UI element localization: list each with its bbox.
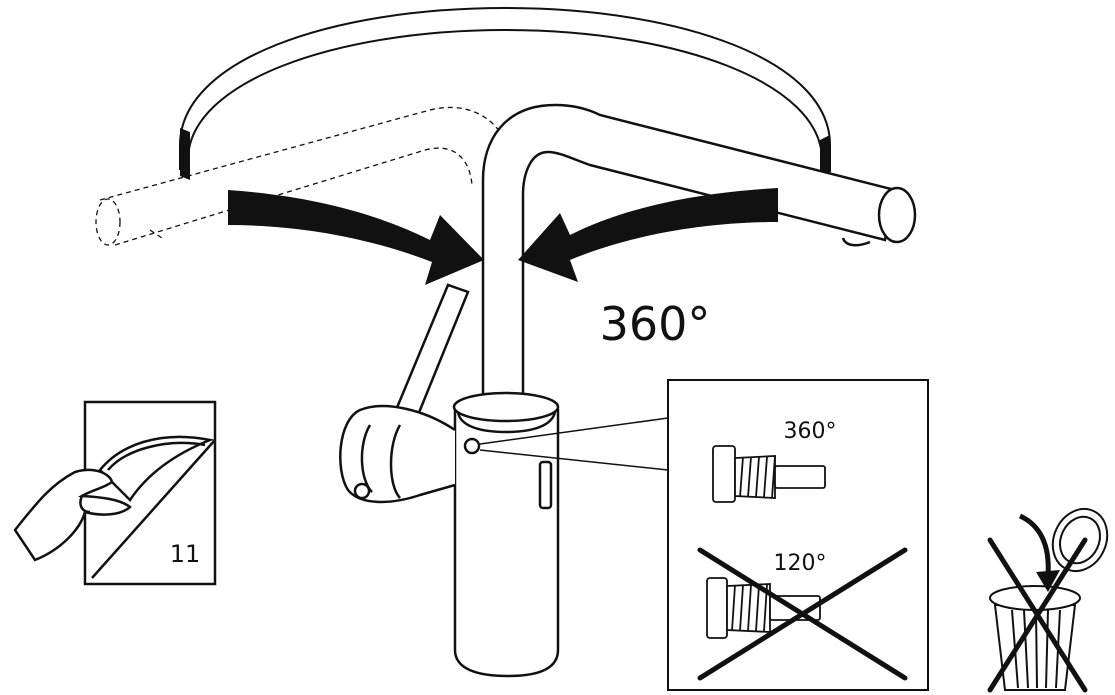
faucet-body xyxy=(452,391,560,678)
rotation-ring-ends xyxy=(180,128,830,180)
callout-lines xyxy=(479,417,669,471)
spout xyxy=(481,103,917,402)
forbidden-cross-icon xyxy=(697,547,908,681)
trash-can-crossed-icon xyxy=(987,507,1109,693)
stop-screw-forbidden-icon xyxy=(706,577,821,639)
manual-page-number: 11 xyxy=(170,540,201,568)
lever-handle xyxy=(339,283,470,504)
detail-360-label: 360° xyxy=(784,419,837,444)
manual-icon xyxy=(13,400,217,586)
rotation-label: 360° xyxy=(600,297,711,351)
rotation-icon xyxy=(228,188,778,285)
detail-120-label: 120° xyxy=(774,551,827,576)
stop-screw-icon xyxy=(712,445,826,503)
